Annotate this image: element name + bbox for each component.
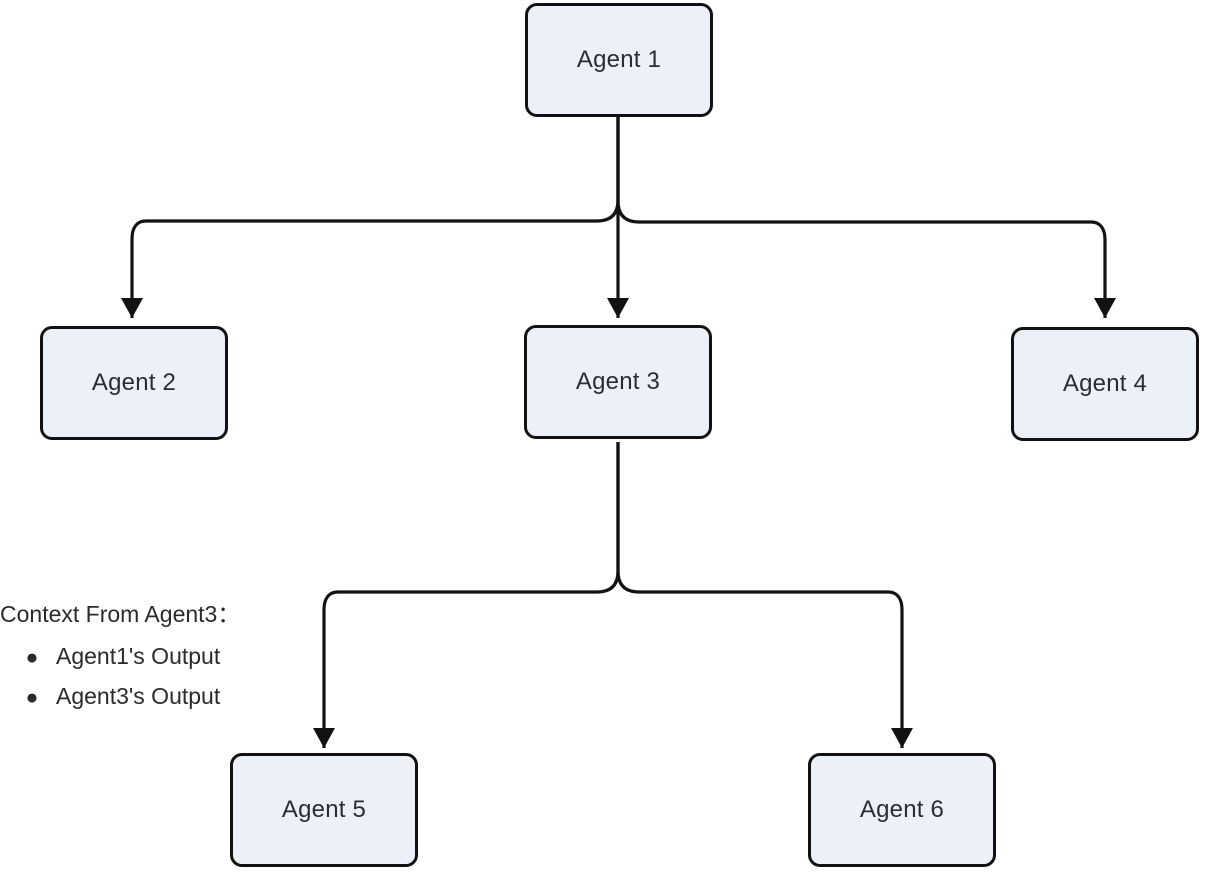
node-agent6: Agent 6 <box>808 753 996 867</box>
node-agent6-label: Agent 6 <box>859 796 945 823</box>
node-agent1-label: Agent 1 <box>576 46 662 73</box>
node-agent2: Agent 2 <box>40 326 228 440</box>
node-agent4-label: Agent 4 <box>1062 370 1148 397</box>
edge-agent3-agent6 <box>616 442 913 748</box>
node-agent2-label: Agent 2 <box>91 369 177 396</box>
node-agent3-label: Agent 3 <box>575 368 661 395</box>
edge-agent1-agent4 <box>616 117 1116 318</box>
edge-agent3-agent5 <box>313 442 620 748</box>
node-agent3: Agent 3 <box>524 325 712 439</box>
bullet-icon: ● <box>25 686 39 709</box>
context-annotation-item: ● Agent1's Output <box>0 637 310 677</box>
edge-agent1-agent2 <box>121 117 620 318</box>
context-annotation-item: ● Agent3's Output <box>0 677 310 717</box>
context-annotation-list: ● Agent1's Output ● Agent3's Output <box>0 637 310 717</box>
node-agent1: Agent 1 <box>525 3 713 117</box>
bullet-icon: ● <box>25 646 39 669</box>
node-agent5-label: Agent 5 <box>281 796 367 823</box>
context-annotation-item-label: Agent3's Output <box>56 683 221 709</box>
node-agent4: Agent 4 <box>1011 327 1199 441</box>
node-agent5: Agent 5 <box>230 753 418 867</box>
context-annotation-title: Context From Agent3： <box>0 601 241 627</box>
context-annotation-item-label: Agent1's Output <box>56 643 221 669</box>
context-annotation: Context From Agent3： ● Agent1's Output ●… <box>0 598 310 717</box>
